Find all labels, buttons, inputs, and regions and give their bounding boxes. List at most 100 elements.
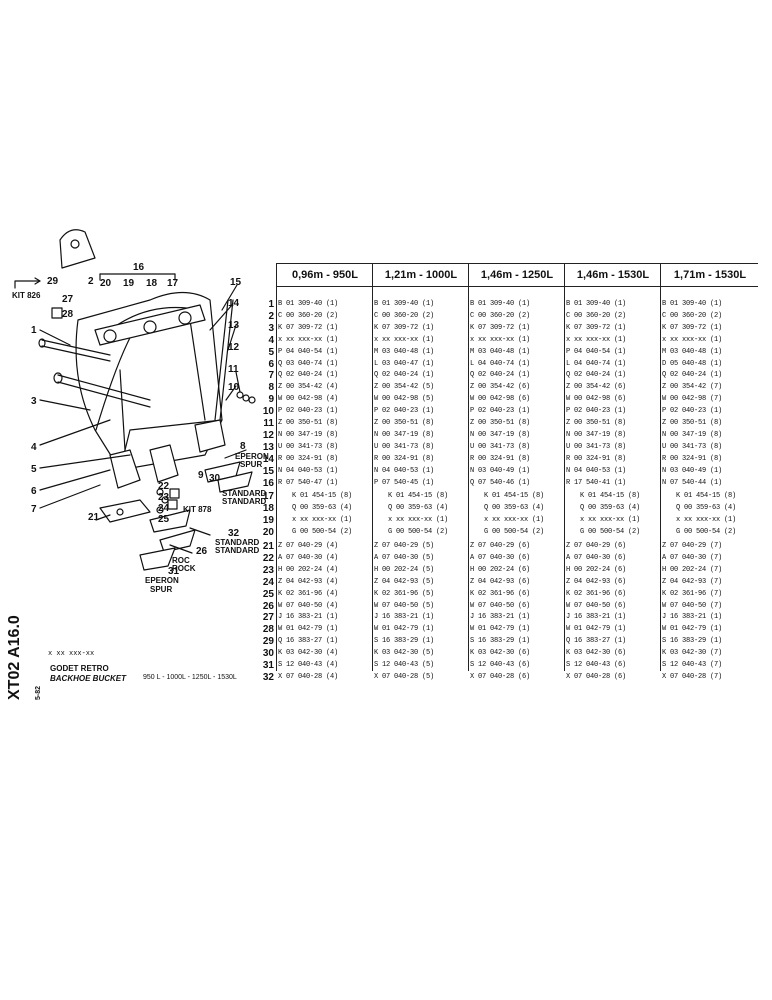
part-number-cell: P 04 040-54 (1) xyxy=(278,347,339,356)
row-number: 16 xyxy=(262,477,274,489)
column-header: 1,71m - 1530L xyxy=(660,264,759,286)
callout-21: 21 xyxy=(88,512,100,523)
part-number-cell: Z 00 354-42 (6) xyxy=(566,383,627,392)
row-number: 3 xyxy=(268,322,274,334)
part-number-cell: Q 00 359-63 (4) xyxy=(388,504,449,513)
part-number-cell: N 00 347-19 (8) xyxy=(566,430,627,439)
spur-label-lower: SPUR xyxy=(150,585,173,594)
callout-5: 5 xyxy=(31,464,37,475)
part-number-cell: K 07 309-72 (1) xyxy=(374,323,435,332)
part-number-cell: Q 00 359-63 (4) xyxy=(484,504,545,513)
part-number-cell: G 00 500-54 (2) xyxy=(676,528,737,537)
column-divider xyxy=(276,263,277,671)
part-number-cell: Q 02 040-24 (1) xyxy=(278,371,339,380)
part-number-cell: R 00 324-91 (8) xyxy=(470,454,531,463)
part-number-cell: U 00 341-73 (8) xyxy=(566,442,627,451)
part-number-cell: S 12 040-43 (5) xyxy=(374,661,435,669)
row-number: 2 xyxy=(268,310,274,322)
part-number-cell: Z 07 040-29 (5) xyxy=(374,542,435,550)
callout-25: 25 xyxy=(158,514,170,525)
part-number-cell: K 07 309-72 (1) xyxy=(278,323,339,332)
standard-label-2: STANDARD xyxy=(222,497,267,506)
part-number-cell: S 12 040-43 (7) xyxy=(662,661,723,669)
standard-label-1: STANDARD xyxy=(222,489,267,498)
part-number-cell: B 01 309-40 (1) xyxy=(662,300,723,308)
part-number-cell: N 04 040-53 (1) xyxy=(374,466,435,475)
kit-826-label: KIT 826 xyxy=(12,291,41,300)
standard-label-3: STANDARD xyxy=(215,538,260,547)
part-number-cell: P 02 040-23 (1) xyxy=(662,407,723,416)
part-number-cell: C 00 360-20 (2) xyxy=(374,311,435,320)
exploded-parts-drawing xyxy=(14,229,256,571)
doc-code-text: XT02 A16.0 xyxy=(6,615,23,700)
part-number-cell: G 00 500-54 (2) xyxy=(580,528,641,537)
standard-label-4: STANDARD xyxy=(215,546,260,555)
table-header: 0,96m - 950L 1,21m - 1000L 1,46m - 1250L… xyxy=(276,263,758,287)
part-number-cell: X 07 040-28 (4) xyxy=(278,672,339,681)
part-number-cell: P 04 040-54 (1) xyxy=(566,347,627,356)
part-number-cell: S 12 040-43 (4) xyxy=(278,661,339,669)
row-number: 14 xyxy=(262,453,274,465)
title-block: x xx xxx-xx GODET RETRO BACKHOE BUCKET 9… xyxy=(48,650,258,690)
callout-19: 19 xyxy=(123,278,135,289)
part-number-cell: W 00 042-98 (6) xyxy=(470,395,531,404)
part-number-cell: W 00 042-98 (5) xyxy=(374,395,435,404)
part-number-cell: J 16 383-21 (1) xyxy=(566,613,627,622)
callout-32: 32 xyxy=(228,528,240,539)
part-number-cell: K 01 454-15 (8) xyxy=(676,492,737,501)
callout-23: 23 xyxy=(158,492,170,503)
part-number-cell: Z 00 354-42 (7) xyxy=(662,383,723,392)
row-number: 9 xyxy=(268,394,274,406)
part-number-cell: Z 07 040-29 (6) xyxy=(470,542,531,550)
callout-13: 13 xyxy=(228,320,240,331)
part-number-cell: R 00 324-91 (8) xyxy=(662,454,723,463)
part-number-cell: Z 00 350-51 (8) xyxy=(278,419,339,427)
part-number-cell: Q 02 040-24 (1) xyxy=(662,371,723,380)
part-number-cell: W 07 040-50 (4) xyxy=(278,601,339,610)
roc-label: ROC xyxy=(172,556,190,565)
part-number-cell: K 02 361-96 (6) xyxy=(470,589,531,598)
kit-878-label: KIT 878 xyxy=(183,505,212,514)
part-number-cell: x xx xxx-xx (1) xyxy=(388,516,449,525)
part-number-cell: M 03 040-48 (1) xyxy=(374,347,435,356)
spur-label: SPUR xyxy=(240,460,263,469)
column-divider xyxy=(660,263,661,671)
callout-28: 28 xyxy=(62,309,74,320)
part-number-cell: K 01 454-15 (8) xyxy=(484,492,545,501)
part-number-cell: W 07 040-50 (6) xyxy=(566,601,627,610)
part-number-cell: S 16 383-29 (1) xyxy=(662,637,723,646)
title-french: GODET RETRO xyxy=(50,664,109,673)
part-number-cell: S 12 040-43 (6) xyxy=(566,661,627,669)
part-number-cell: K 07 309-72 (1) xyxy=(662,323,723,332)
part-number-cell: K 02 361-96 (4) xyxy=(278,589,339,598)
column-header: 1,21m - 1000L xyxy=(372,264,469,286)
part-number-cell: P 02 040-23 (1) xyxy=(278,407,339,416)
part-number-cell: S 12 040-43 (6) xyxy=(470,661,531,669)
row-number: 28 xyxy=(262,624,274,636)
part-number-cell: K 01 454-15 (8) xyxy=(580,492,641,501)
part-number-cell: J 16 383-21 (1) xyxy=(662,613,723,622)
callout-2: 2 xyxy=(88,276,94,287)
part-number-cell: K 03 042-30 (7) xyxy=(662,649,723,658)
ref-code: x xx xxx-xx xyxy=(48,650,95,658)
part-number-cell: U 00 341-73 (8) xyxy=(470,442,531,451)
row-number: 4 xyxy=(268,334,274,346)
part-number-cell: K 03 042-30 (4) xyxy=(278,649,339,658)
callout-3: 3 xyxy=(31,396,37,407)
part-number-cell: N 04 040-53 (1) xyxy=(566,466,627,475)
part-number-cell: Z 04 042-93 (7) xyxy=(662,577,723,586)
part-number-cell: K 07 309-72 (1) xyxy=(566,323,627,332)
callout-27: 27 xyxy=(62,294,74,305)
row-number: 29 xyxy=(262,636,274,648)
size-list: 950 L - 1000L - 1250L - 1530L xyxy=(143,674,237,681)
row-number: 20 xyxy=(262,527,274,539)
row-number: 8 xyxy=(268,382,274,394)
part-number-cell: x xx xxx-xx (1) xyxy=(278,335,339,344)
part-number-cell: Q 16 383-27 (1) xyxy=(278,637,339,646)
row-number: 10 xyxy=(262,406,274,418)
part-number-cell: H 00 202-24 (7) xyxy=(662,565,723,574)
row-number: 17 xyxy=(262,491,274,503)
part-number-cell: Z 00 350-51 (8) xyxy=(470,419,531,427)
part-number-cell: J 16 383-21 (1) xyxy=(374,613,435,622)
row-number: 30 xyxy=(262,648,274,660)
